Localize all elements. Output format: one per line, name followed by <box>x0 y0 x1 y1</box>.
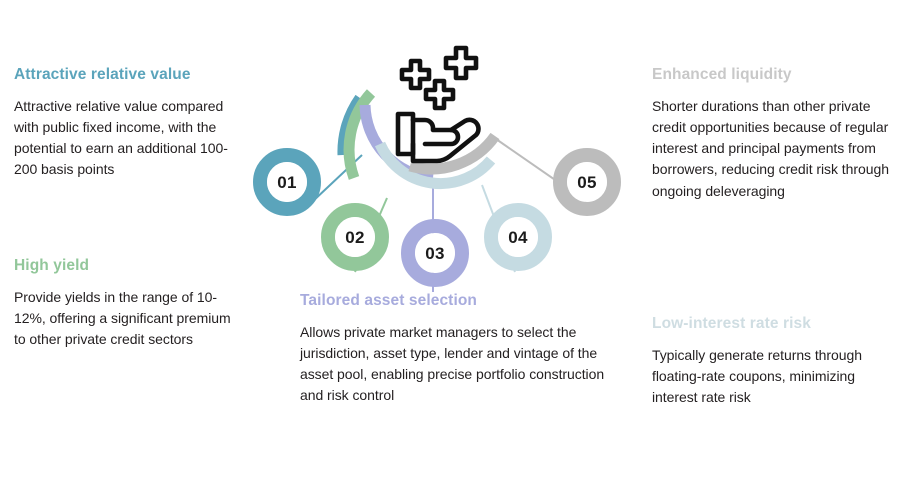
node-circle-04[interactable]: 04 <box>484 203 552 271</box>
feature-title-04: Enhanced liquidity <box>652 66 792 83</box>
feature-block-tailored-asset-selection: Tailored asset selection Allows private … <box>300 292 612 407</box>
node-circle-02[interactable]: 02 <box>321 203 389 271</box>
node-circles: 01 02 03 04 <box>253 148 621 287</box>
hand-with-sparkles-icon <box>395 45 481 164</box>
feature-body-05: Typically generate returns through float… <box>652 346 862 406</box>
central-arc-diagram: 01 02 03 04 <box>250 20 650 310</box>
node-circle-05[interactable]: 05 <box>553 148 621 216</box>
feature-title-02: High yield <box>14 257 90 274</box>
node-label-04: 04 <box>508 228 528 247</box>
arc-segment-lightblue <box>374 141 496 189</box>
node-label-03: 03 <box>425 244 445 263</box>
feature-body-01: Attractive relative value compared with … <box>14 97 228 178</box>
feature-block-enhanced-liquidity: Enhanced liquidity Shorter durations tha… <box>652 66 892 202</box>
node-circle-03[interactable]: 03 <box>401 219 469 287</box>
feature-block-low-interest-rate-risk: Low-interest rate risk Typically generat… <box>652 315 892 408</box>
feature-body-02: Provide yields in the range of 10-12%, o… <box>14 288 231 348</box>
feature-body-04: Shorter durations than other private cre… <box>652 97 889 199</box>
feature-title-05: Low-interest rate risk <box>652 315 811 332</box>
feature-title-03: Tailored asset selection <box>300 292 477 309</box>
node-label-02: 02 <box>345 228 365 247</box>
arc-segment-gray <box>408 132 500 175</box>
node-label-01: 01 <box>277 173 297 192</box>
feature-title-01: Attractive relative value <box>14 66 191 83</box>
arc-segment-green <box>343 89 376 180</box>
node-circle-01[interactable]: 01 <box>253 148 321 216</box>
feature-body-03: Allows private market managers to select… <box>300 323 605 404</box>
feature-block-high-yield: High yield Provide yields in the range o… <box>14 257 239 350</box>
node-label-05: 05 <box>577 173 597 192</box>
feature-block-attractive-relative-value: Attractive relative value Attractive rel… <box>14 66 239 181</box>
